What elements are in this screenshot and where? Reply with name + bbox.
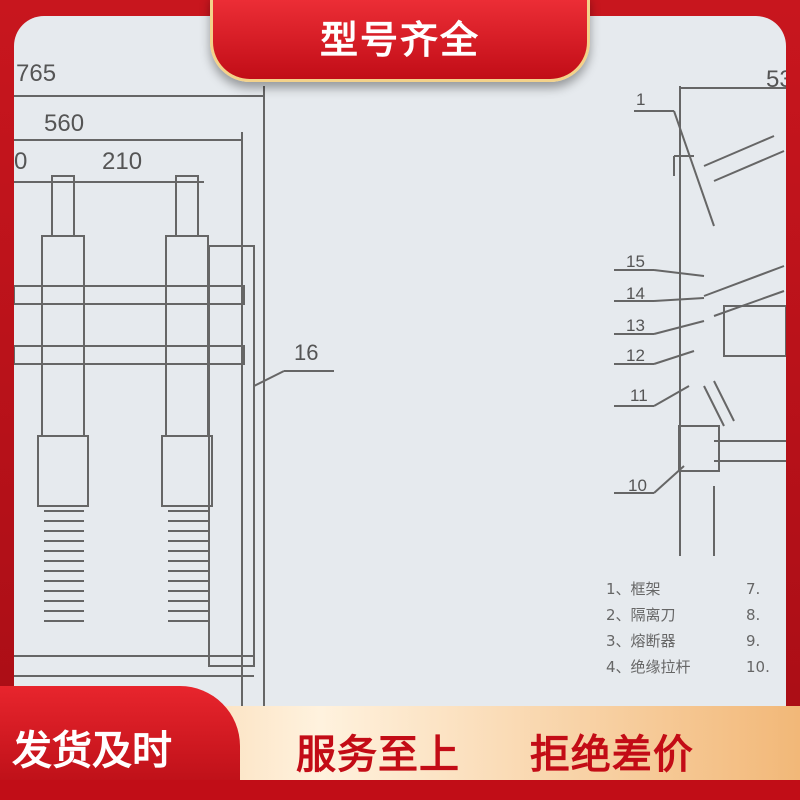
switchgear-drawing: [14, 86, 786, 736]
legend-row: 4、绝缘拉杆 10.: [606, 654, 770, 680]
legend-item: 2、隔离刀: [606, 606, 676, 624]
callout-10: 10: [628, 476, 647, 495]
callout-14: 14: [626, 284, 645, 303]
callout-12: 12: [626, 346, 645, 365]
callout-15: 15: [626, 252, 645, 271]
callout-13: 13: [626, 316, 645, 335]
callout-16: 16: [294, 340, 319, 365]
legend-item: 4、绝缘拉杆: [606, 658, 691, 676]
top-banner-text: 型号齐全: [319, 18, 480, 62]
bottom-left-text: 发货及时: [12, 728, 172, 774]
legend-row: 1、框架 7.: [606, 576, 770, 602]
legend-item: 3、熔断器: [606, 632, 676, 650]
bottom-wave: [0, 780, 800, 800]
legend-row: 2、隔离刀 8.: [606, 602, 770, 628]
dimension-560: 560: [44, 110, 85, 137]
legend-item: 8.: [746, 606, 761, 624]
legend-item: 10.: [746, 658, 770, 676]
top-banner: 型号齐全: [210, 0, 590, 82]
bottom-slogan: 服务至上 拒绝差价: [296, 732, 694, 778]
callout-11: 11: [630, 386, 648, 405]
dimension-53: 53: [766, 66, 786, 93]
legend-item: 1、框架: [606, 580, 661, 598]
legend-item: 9.: [746, 632, 761, 650]
technical-drawing: 765 560 0 210 53 16 1 15 14 13 12 11 10 …: [14, 16, 786, 746]
parts-legend: 1、框架 7. 2、隔离刀 8. 3、熔断器 9. 4、绝缘拉杆 10.: [606, 576, 770, 680]
dimension-partial: 0: [14, 148, 28, 175]
legend-row: 3、熔断器 9.: [606, 628, 770, 654]
legend-item: 7.: [746, 580, 761, 598]
callout-1: 1: [636, 90, 646, 109]
dimension-765: 765: [16, 60, 57, 87]
dimension-210: 210: [102, 148, 143, 175]
